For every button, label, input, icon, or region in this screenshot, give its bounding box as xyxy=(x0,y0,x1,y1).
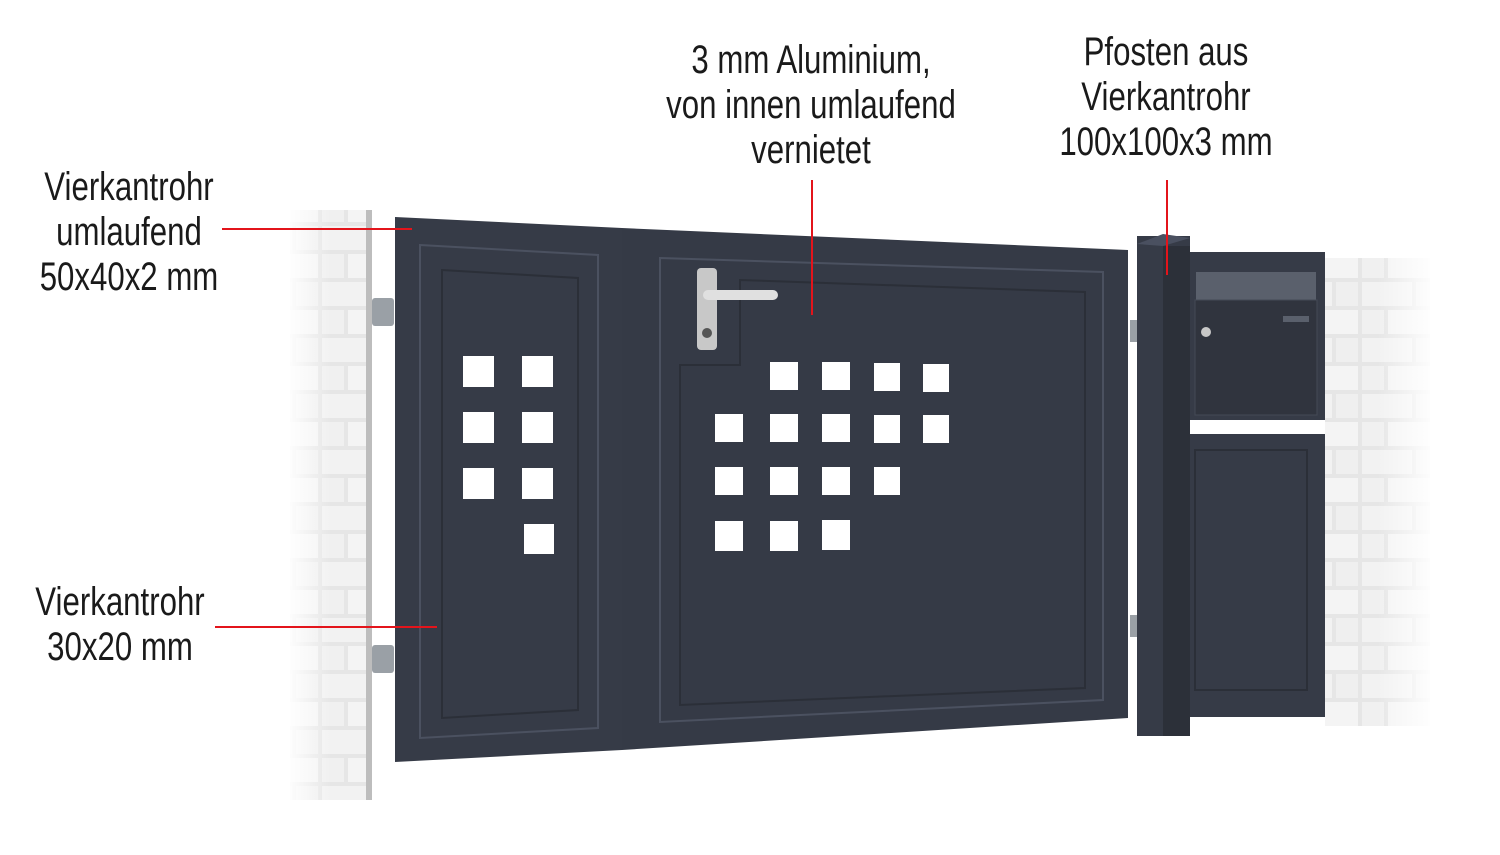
label-line: Vierkantrohr xyxy=(1081,75,1251,119)
mailbox-panel xyxy=(1190,252,1325,717)
label-line: Pfosten aus xyxy=(1083,30,1249,74)
label-line: von innen umlaufend xyxy=(666,83,956,127)
label-line: umlaufend xyxy=(56,210,202,254)
label-line: Vierkantrohr xyxy=(44,165,214,209)
label-aluminium: 3 mm Aluminium, von innen umlaufend vern… xyxy=(655,38,967,173)
label-inner-tube: Vierkantrohr 30x20 mm xyxy=(3,580,237,670)
post xyxy=(1137,234,1190,736)
right-brick-pillar xyxy=(1325,258,1430,726)
door-handle-icon xyxy=(697,268,778,350)
label-line: 100x100x3 mm xyxy=(1059,120,1273,164)
gate-main-panel xyxy=(622,228,1128,750)
leader-lines xyxy=(215,180,1168,628)
hinge-icons xyxy=(372,298,1140,673)
label-line: Vierkantrohr xyxy=(35,580,205,624)
label-line: 30x20 mm xyxy=(47,625,193,669)
label-line: 50x40x2 mm xyxy=(39,255,219,299)
label-frame: Vierkantrohr umlaufend 50x40x2 mm xyxy=(12,165,246,300)
square-cutouts xyxy=(715,362,949,551)
label-line: 3 mm Aluminium, xyxy=(691,38,931,82)
gate-side-panel xyxy=(395,217,622,762)
square-cutouts xyxy=(463,356,554,554)
label-post: Pfosten aus Vierkantrohr 100x100x3 mm xyxy=(1049,30,1283,165)
left-brick-pillar xyxy=(290,210,372,800)
label-line: vernietet xyxy=(751,128,871,172)
